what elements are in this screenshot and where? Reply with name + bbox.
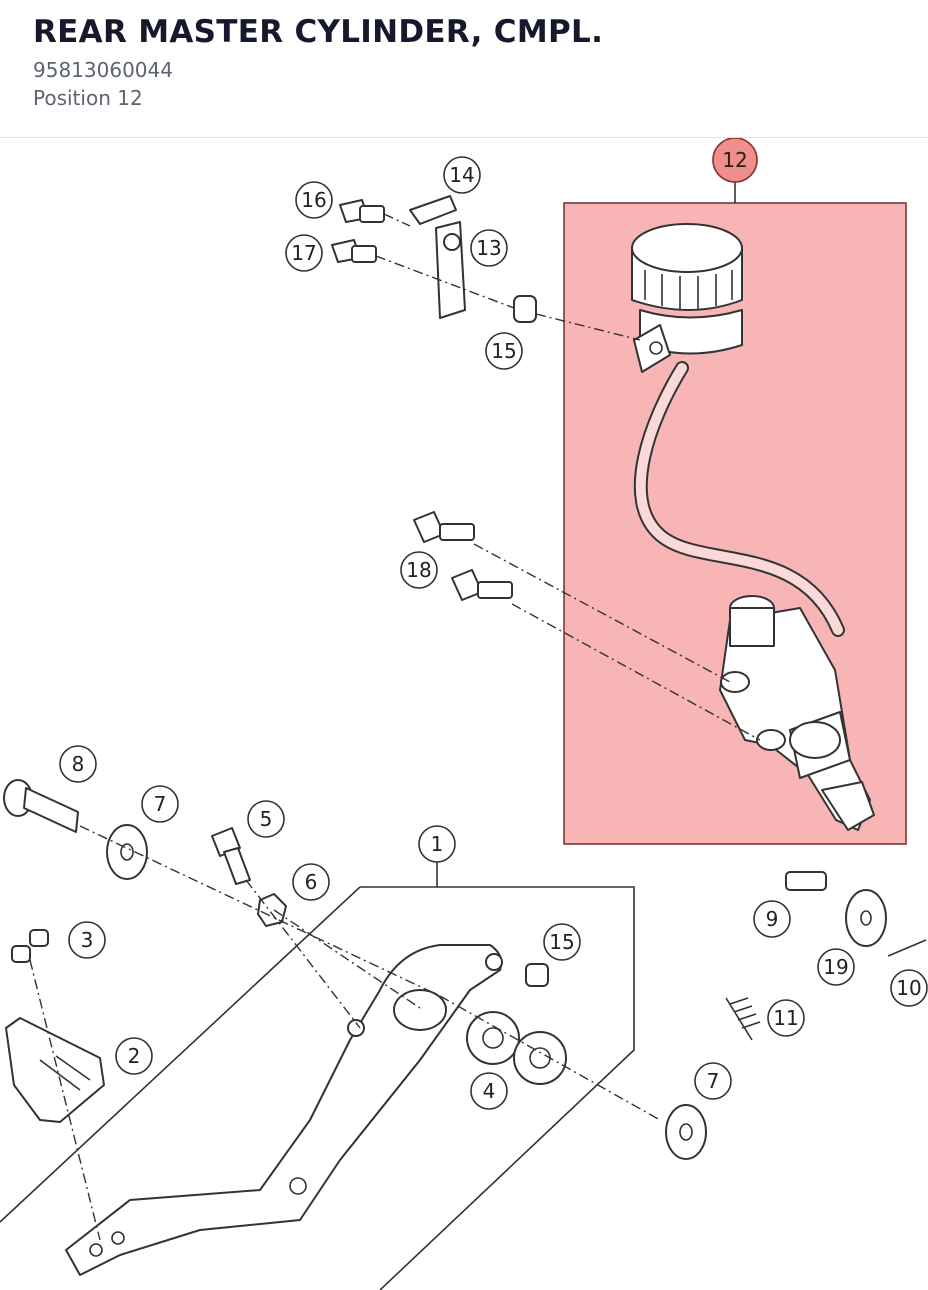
callout-12[interactable]: 12	[712, 138, 758, 183]
header: REAR MASTER CYLINDER, CMPL. 95813060044 …	[0, 0, 928, 138]
upper-bracket-drawing	[331, 195, 641, 341]
callout-13[interactable]: 13	[470, 229, 508, 267]
callout-7-right[interactable]: 7	[694, 1062, 732, 1100]
svg-text:19: 19	[823, 955, 848, 979]
callout-9[interactable]: 9	[753, 900, 791, 938]
callout-15-upper[interactable]: 15	[485, 332, 523, 370]
svg-text:4: 4	[483, 1079, 496, 1103]
callout-14[interactable]: 14	[443, 156, 481, 194]
brake-pedal-drawing	[0, 779, 927, 1290]
position-label: Position 12	[33, 86, 143, 110]
callout-17[interactable]: 17	[285, 234, 323, 272]
callout-3[interactable]: 3	[68, 921, 106, 959]
svg-text:7: 7	[154, 792, 167, 816]
svg-text:11: 11	[773, 1006, 798, 1030]
callout-10[interactable]: 10	[890, 969, 928, 1007]
master-cylinder-drawing	[631, 223, 875, 831]
callout-6[interactable]: 6	[292, 863, 330, 901]
svg-text:9: 9	[766, 907, 779, 931]
selected-part-highlight[interactable]	[563, 202, 907, 845]
svg-text:14: 14	[449, 163, 474, 187]
callout-2[interactable]: 2	[115, 1037, 153, 1075]
svg-text:8: 8	[72, 752, 85, 776]
callout-8[interactable]: 8	[59, 745, 97, 783]
svg-text:12: 12	[722, 148, 747, 172]
callout-1[interactable]: 1	[418, 825, 456, 863]
svg-text:1: 1	[431, 832, 444, 856]
svg-text:5: 5	[260, 807, 273, 831]
svg-text:6: 6	[305, 870, 318, 894]
callout-5[interactable]: 5	[247, 800, 285, 838]
svg-text:2: 2	[128, 1044, 141, 1068]
callout-15-lower[interactable]: 15	[543, 923, 581, 961]
part-number: 95813060044	[33, 58, 173, 82]
bolts-drawing	[413, 511, 761, 741]
svg-text:3: 3	[81, 928, 94, 952]
callout-19[interactable]: 19	[817, 948, 855, 986]
svg-text:15: 15	[491, 339, 516, 363]
svg-text:16: 16	[301, 188, 326, 212]
svg-text:15: 15	[549, 930, 574, 954]
callout-18[interactable]: 18	[400, 551, 438, 589]
callout-11[interactable]: 11	[767, 999, 805, 1037]
svg-text:7: 7	[707, 1069, 720, 1093]
callout-4[interactable]: 4	[470, 1072, 508, 1110]
exploded-diagram: 12 14 16 13 17 15 18 8	[0, 138, 928, 1290]
callout-7-left[interactable]: 7	[141, 785, 179, 823]
svg-text:13: 13	[476, 236, 501, 260]
svg-text:10: 10	[896, 976, 921, 1000]
svg-text:17: 17	[291, 241, 316, 265]
page-title: REAR MASTER CYLINDER, CMPL.	[33, 14, 604, 50]
callout-16[interactable]: 16	[295, 181, 333, 219]
svg-text:18: 18	[406, 558, 431, 582]
